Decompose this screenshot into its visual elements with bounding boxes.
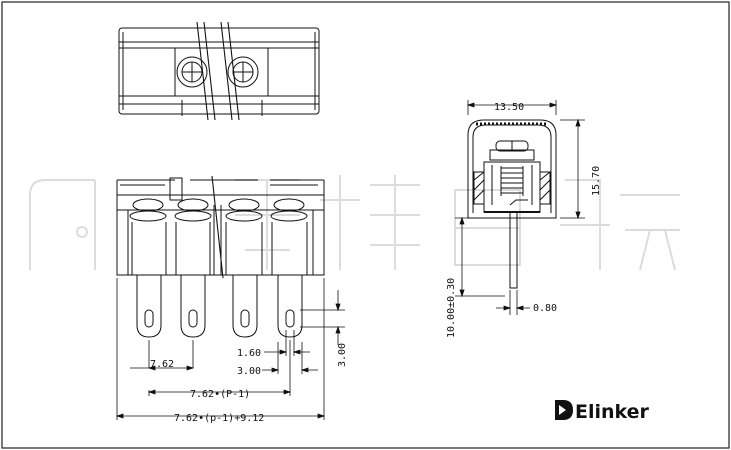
dim-pitch: 7.62 (150, 359, 174, 370)
dim-overall-length: 7.62•(p-1)+9.12 (174, 413, 264, 424)
dim-side-height: 15.70 (591, 166, 602, 196)
top-view (118, 21, 320, 121)
side-view (467, 119, 557, 289)
brand-name: Elinker (575, 401, 650, 423)
dim-slot-height: 3.00 (337, 343, 348, 367)
dim-pitch-span: 7.62•(P-1) (190, 389, 250, 400)
dim-pin-thickness: 0.80 (533, 303, 557, 314)
brand-logo: Elinker (555, 400, 650, 423)
watermark (29, 175, 680, 271)
dim-slot-width: 3.00 (237, 366, 261, 377)
dim-pin-width: 1.60 (237, 348, 261, 359)
front-view (116, 175, 325, 338)
dim-pin-length: 10.00±0.30 (446, 278, 457, 338)
dim-top-width: 13.50 (494, 102, 524, 113)
dimension-lines (115, 100, 585, 420)
